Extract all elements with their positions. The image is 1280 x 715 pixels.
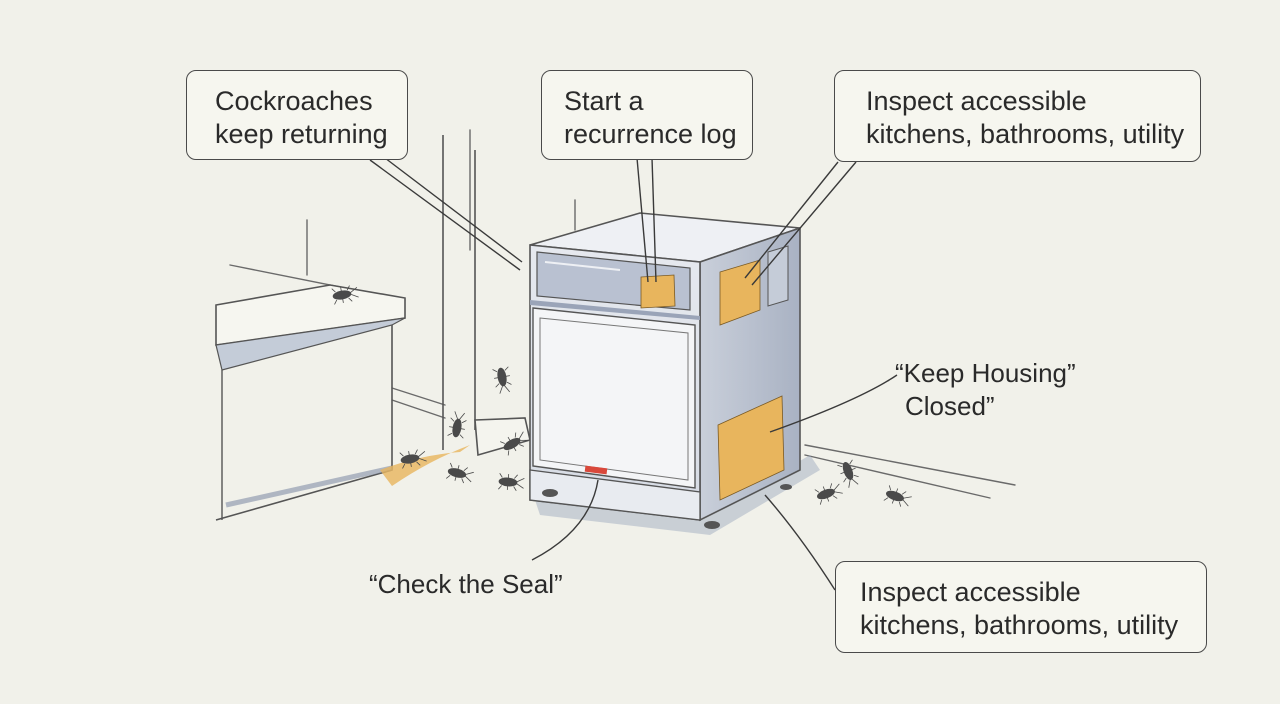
callout-inspect-bottom: Inspect accessible kitchens, bathrooms, … bbox=[835, 561, 1207, 653]
tag-side-top bbox=[719, 259, 761, 326]
callout-line: recurrence log bbox=[564, 119, 737, 149]
callout-line: Inspect accessible bbox=[860, 577, 1081, 607]
appliance-shadow bbox=[535, 455, 820, 535]
orange-tags bbox=[640, 259, 785, 501]
leader-lines bbox=[369, 157, 898, 591]
cockroach-icon bbox=[500, 431, 529, 456]
floor-stain bbox=[380, 445, 470, 486]
callout-cockroaches-returning: Cockroaches keep returning bbox=[186, 70, 408, 160]
cockroach-icon bbox=[498, 473, 525, 491]
quote-line: “Check the Seal” bbox=[369, 569, 563, 599]
callout-inspect-top: Inspect accessible kitchens, bathrooms, … bbox=[834, 70, 1201, 162]
quote-line: “Keep Housing” bbox=[895, 358, 1076, 388]
cockroach-icon bbox=[837, 459, 859, 488]
wall-post bbox=[442, 135, 531, 457]
callout-line: Start a bbox=[564, 86, 644, 116]
callout-recurrence-log: Start a recurrence log bbox=[541, 70, 753, 160]
cockroach-icon bbox=[331, 285, 359, 305]
quote-line: Closed” bbox=[905, 391, 995, 421]
tag-panel bbox=[640, 274, 676, 309]
callout-line: keep returning bbox=[215, 119, 388, 149]
callout-line: kitchens, bathrooms, utility bbox=[866, 119, 1185, 149]
quote-keep-housing-closed: “Keep Housing” Closed” bbox=[895, 357, 1076, 423]
countertop bbox=[215, 284, 406, 521]
bottom-strip bbox=[0, 704, 1280, 715]
cockroach-icon bbox=[492, 366, 512, 394]
callout-line: Cockroaches bbox=[215, 86, 373, 116]
quote-check-the-seal: “Check the Seal” bbox=[369, 568, 563, 601]
cockroach-icon bbox=[445, 462, 474, 484]
callout-line: kitchens, bathrooms, utility bbox=[860, 610, 1179, 640]
callout-line: Inspect accessible bbox=[866, 86, 1087, 116]
cockroach-icons bbox=[331, 285, 912, 507]
cockroach-icon bbox=[814, 483, 843, 505]
tag-side-bottom bbox=[717, 395, 785, 501]
cockroach-icon bbox=[447, 411, 467, 439]
cockroach-icon bbox=[883, 485, 912, 507]
